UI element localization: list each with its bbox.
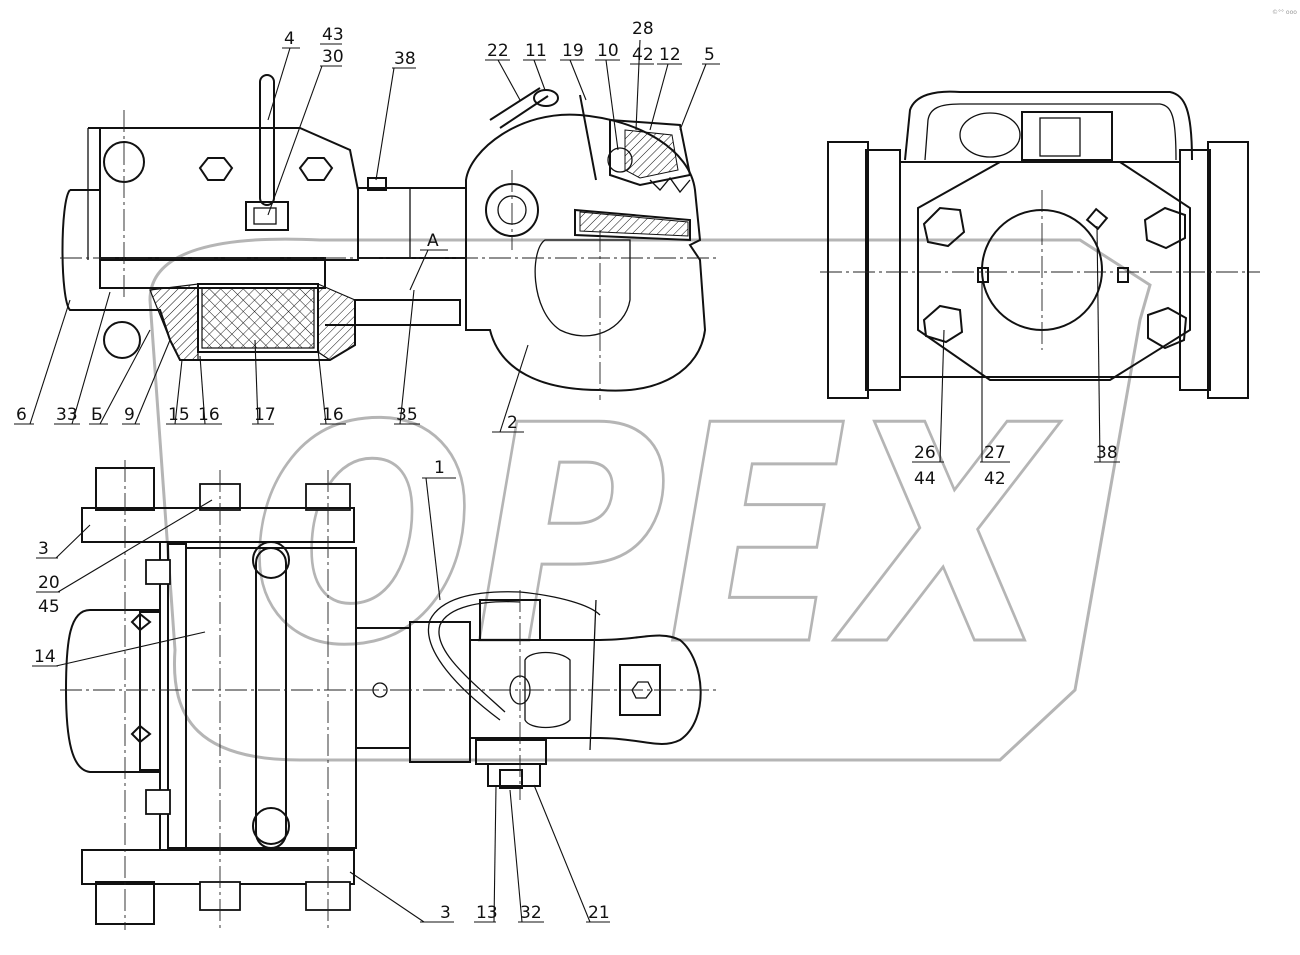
callout-10: 10 (597, 41, 619, 61)
callout-11: 11 (525, 41, 547, 61)
callout-16-left: 16 (198, 405, 220, 425)
callout-28: 28 (632, 19, 654, 39)
callout-26: 26 (914, 443, 936, 463)
callout-4: 4 (284, 29, 295, 49)
end-view (820, 90, 1260, 399)
end-view-callouts: 26 44 27 42 38 (912, 225, 1120, 489)
plan-view-callouts: 1 3 20 45 14 3 13 32 21 (32, 458, 610, 923)
callout-42-end: 42 (984, 469, 1006, 489)
callout-20: 20 (38, 573, 60, 593)
callout-2: 2 (507, 413, 518, 433)
callout-9: 9 (124, 405, 135, 425)
callout-3-top: 3 (38, 539, 49, 559)
callout-B: Б (91, 405, 103, 425)
callout-19: 19 (562, 41, 584, 61)
callout-21: 21 (588, 903, 610, 923)
callout-15: 15 (168, 405, 190, 425)
watermark-text: OPEX (250, 362, 1061, 711)
callout-14: 14 (34, 647, 56, 667)
callout-30: 30 (322, 47, 344, 67)
plan-view (60, 460, 720, 930)
corner-mark: ©°° ooo (1272, 9, 1297, 16)
callout-16-right: 16 (322, 405, 344, 425)
callout-38-side: 38 (394, 49, 416, 69)
callout-42-side: 42 (632, 45, 654, 65)
callout-A: A (427, 231, 439, 251)
callout-1: 1 (434, 458, 445, 478)
callout-17: 17 (254, 405, 276, 425)
callout-13: 13 (476, 903, 498, 923)
callout-38-end: 38 (1096, 443, 1118, 463)
side-view (60, 74, 720, 400)
callout-6: 6 (16, 405, 27, 425)
callout-35: 35 (396, 405, 418, 425)
callout-45: 45 (38, 597, 60, 617)
callout-27: 27 (984, 443, 1006, 463)
side-view-callouts: 4 43 30 38 22 11 19 10 28 42 12 5 A 6 33… (14, 19, 720, 433)
callout-3-bottom: 3 (440, 903, 451, 923)
callout-33: 33 (56, 405, 78, 425)
callout-12: 12 (659, 45, 681, 65)
callout-43: 43 (322, 25, 344, 45)
watermark-logo: OPEX (148, 237, 1152, 762)
callout-22: 22 (487, 41, 509, 61)
callout-32: 32 (520, 903, 542, 923)
callout-5: 5 (704, 45, 715, 65)
callout-44: 44 (914, 469, 936, 489)
